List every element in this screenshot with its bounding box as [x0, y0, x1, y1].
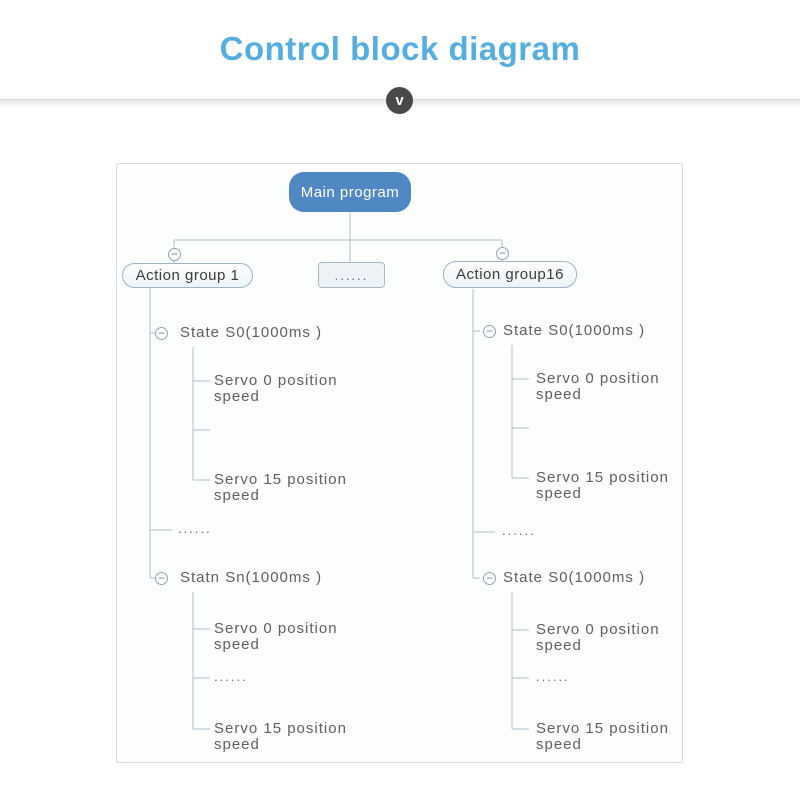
collapse-icon-group16[interactable]: − — [496, 247, 509, 260]
servo-line1: Servo 15 position — [536, 720, 669, 737]
node-ellipsis-group: ...... — [318, 262, 385, 288]
servo-line2: speed — [536, 637, 582, 654]
servo-line1: Servo 0 position — [214, 620, 338, 637]
collapse-icon-left-state1[interactable]: − — [155, 327, 168, 340]
servo-line2: speed — [214, 636, 260, 653]
tree-item-left-state1: State S0(1000ms ) — [180, 324, 323, 341]
tree-item-left-servo0-a: Servo 0 position speed — [214, 373, 338, 405]
tree-item-right-state1: State S0(1000ms ) — [503, 322, 646, 339]
servo-line2: speed — [214, 487, 260, 504]
tree-item-left-ellipsis-b: ...... — [214, 669, 248, 684]
node-action-group-1[interactable]: Action group 1 — [122, 263, 253, 288]
tree-item-left-ellipsis: ...... — [178, 521, 212, 536]
tree-item-left-state2: Statn Sn(1000ms ) — [180, 569, 323, 586]
chevron-down-icon: v — [386, 87, 413, 114]
tree-item-left-servo15-b: Servo 15 position speed — [214, 721, 347, 753]
collapse-icon-right-state2[interactable]: − — [483, 572, 496, 585]
node-main-program[interactable]: Main program — [289, 172, 411, 212]
collapse-icon-group1[interactable]: − — [168, 248, 181, 261]
servo-line1: Servo 0 position — [214, 372, 338, 389]
node-action-group-16[interactable]: Action group16 — [443, 261, 577, 288]
tree-item-right-servo15-b: Servo 15 position speed — [536, 721, 669, 753]
servo-line1: Servo 15 position — [536, 469, 669, 486]
servo-line1: Servo 0 position — [536, 621, 660, 638]
servo-line1: Servo 15 position — [214, 471, 347, 488]
servo-line1: Servo 15 position — [214, 720, 347, 737]
servo-line2: speed — [214, 388, 260, 405]
tree-item-left-servo0-b: Servo 0 position speed — [214, 621, 338, 653]
servo-line2: speed — [536, 386, 582, 403]
tree-item-right-servo0-a: Servo 0 position speed — [536, 371, 660, 403]
page-title: Control block diagram — [219, 30, 581, 67]
servo-line2: speed — [536, 736, 582, 753]
collapse-icon-right-state1[interactable]: − — [483, 325, 496, 338]
tree-item-right-servo0-b: Servo 0 position speed — [536, 622, 660, 654]
tree-item-right-state2: State S0(1000ms ) — [503, 569, 646, 586]
tree-item-right-ellipsis: ...... — [502, 523, 536, 538]
servo-line1: Servo 0 position — [536, 370, 660, 387]
tree-item-right-servo15-a: Servo 15 position speed — [536, 470, 669, 502]
servo-line2: speed — [214, 736, 260, 753]
collapse-icon-left-state2[interactable]: − — [155, 572, 168, 585]
tree-item-right-ellipsis-b: ...... — [536, 669, 570, 684]
servo-line2: speed — [536, 485, 582, 502]
tree-item-left-servo15-a: Servo 15 position speed — [214, 472, 347, 504]
